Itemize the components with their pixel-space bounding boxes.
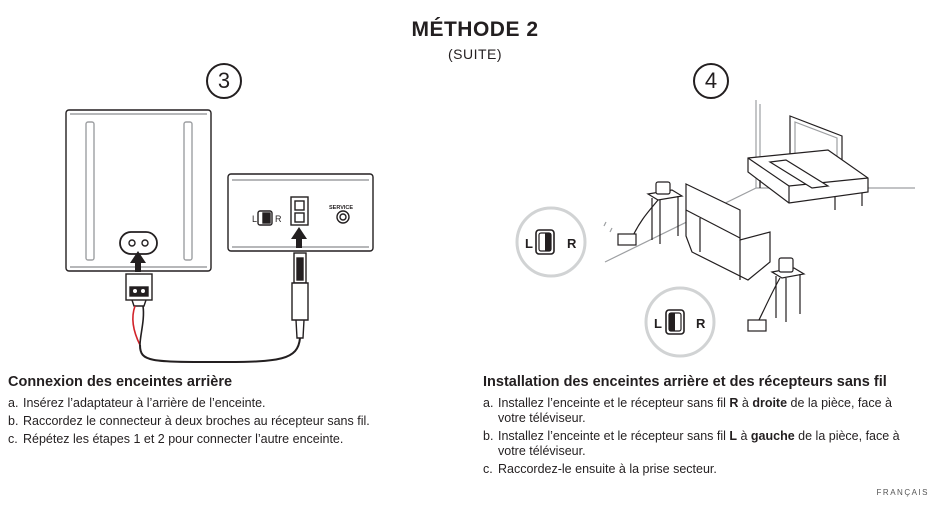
receiver-badge-right: L R xyxy=(515,206,587,278)
list-item: c. Répétez les étapes 1 et 2 pour connect… xyxy=(8,432,448,447)
side-table-right xyxy=(770,257,806,322)
wireless-receiver xyxy=(227,173,374,252)
installation-steps: a. Installez l’enceinte et le récepteur s… xyxy=(483,396,923,480)
footer-language: FRANÇAIS xyxy=(876,488,929,497)
step-text: à xyxy=(738,396,753,410)
speaker-back xyxy=(65,109,212,272)
step-letter: c. xyxy=(483,462,493,476)
arrow-up-icon xyxy=(130,251,146,272)
badge-left-l-label: L xyxy=(654,316,662,331)
step-letter: b. xyxy=(8,414,19,428)
receiver-switch-r-label: R xyxy=(275,214,282,224)
power-adapter-right xyxy=(747,319,767,332)
page-subtitle: (SUITE) xyxy=(447,46,503,62)
badge-left-r-label: R xyxy=(696,316,706,331)
step-number-4: 4 xyxy=(693,63,729,99)
step-letter: a. xyxy=(8,396,19,410)
couch xyxy=(685,183,771,281)
receiver-switch-l-label: L xyxy=(252,214,257,224)
side-table-left xyxy=(646,181,684,244)
list-item: c. Raccordez-le ensuite à la prise secteu… xyxy=(483,462,923,477)
step-text: Insérez l’adaptateur à l’arrière de l’en… xyxy=(23,396,266,410)
badge-right-r-label: R xyxy=(567,236,577,251)
adapter-plug xyxy=(125,273,153,307)
step-bold-side: R xyxy=(729,396,739,410)
service-port-label: SERVICE xyxy=(329,205,353,211)
step-text: Raccordez le connecteur à deux broches a… xyxy=(23,414,370,428)
step-number-3: 3 xyxy=(206,63,242,99)
receiver-badge-left: L R xyxy=(644,286,716,358)
list-item: a. Insérez l’adaptateur à l’arrière de l’… xyxy=(8,396,448,411)
step-letter: a. xyxy=(483,396,494,410)
page-title: MÉTHODE 2 xyxy=(411,18,539,41)
two-pin-connector xyxy=(291,252,309,339)
speaker-connection-steps: a. Insérez l’adaptateur à l’arrière de l’… xyxy=(8,396,448,450)
badge-right-l-label: L xyxy=(525,236,533,251)
step-text: Raccordez-le ensuite à la prise secteur. xyxy=(498,462,717,476)
list-item: a. Installez l’enceinte et le récepteur s… xyxy=(483,396,923,426)
speaker-wire xyxy=(139,337,301,364)
power-adapter-left xyxy=(617,233,637,246)
step-text: Installez l’enceinte et le récepteur san… xyxy=(498,429,730,443)
arrow-up-icon xyxy=(291,227,307,248)
step-bold-side: L xyxy=(729,429,738,443)
step-text: Répétez les étapes 1 et 2 pour connecter… xyxy=(23,432,344,446)
step-text: de la pièce, face à votre téléviseur. xyxy=(498,396,892,425)
step-text: Installez l’enceinte et le récepteur san… xyxy=(498,396,730,410)
step-letter: b. xyxy=(483,429,494,443)
list-item: b. Installez l’enceinte et le récepteur s… xyxy=(483,429,923,459)
section-title-installation: Installation des enceintes arrière et de… xyxy=(483,374,887,390)
step-text: de la pièce, face à votre téléviseur. xyxy=(498,429,900,458)
list-item: b. Raccordez le connecteur à deux broches… xyxy=(8,414,448,429)
section-title-speaker-connection: Connexion des enceintes arrière xyxy=(8,374,233,390)
step-bold-direction: droite xyxy=(752,396,788,410)
step-letter: c. xyxy=(8,432,18,446)
soundbar xyxy=(768,159,830,189)
step-text: à xyxy=(737,429,751,443)
step-bold-direction: gauche xyxy=(750,429,795,443)
